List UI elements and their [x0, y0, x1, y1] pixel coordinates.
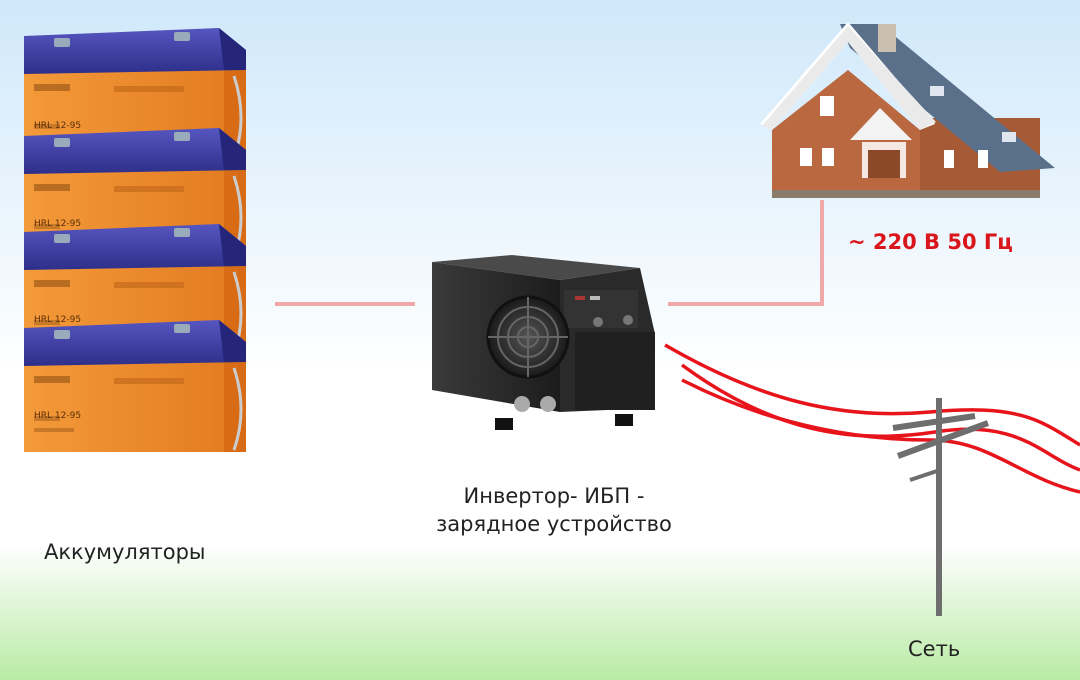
voltage-label: ~ 220 В 50 Гц [848, 230, 1013, 254]
inverter-device [432, 255, 655, 430]
battery-model-label-2: HRL 12-95 [34, 219, 81, 229]
inverter-label: Инвертор- ИБП - зарядное устройство [404, 482, 704, 538]
battery-model-label-3: HRL 12-95 [34, 315, 81, 325]
house-image [760, 22, 1055, 198]
battery-stack [22, 26, 248, 454]
inverter-label-line1: Инвертор- ИБП - [463, 484, 645, 508]
power-line-2 [680, 363, 1080, 472]
power-line-1 [664, 343, 1080, 447]
battery-model-label-1: HRL 12-95 [34, 121, 81, 131]
batteries-label: Аккумуляторы [44, 540, 206, 564]
grid-label: Сеть [908, 637, 961, 661]
battery-4 [22, 318, 248, 454]
battery-model-label-4: HRL 12-95 [34, 411, 81, 421]
power-line-3 [681, 378, 1080, 494]
utility-pole [892, 398, 990, 616]
house-connector-line [668, 200, 824, 306]
inverter-label-line2: зарядное устройство [436, 512, 672, 536]
